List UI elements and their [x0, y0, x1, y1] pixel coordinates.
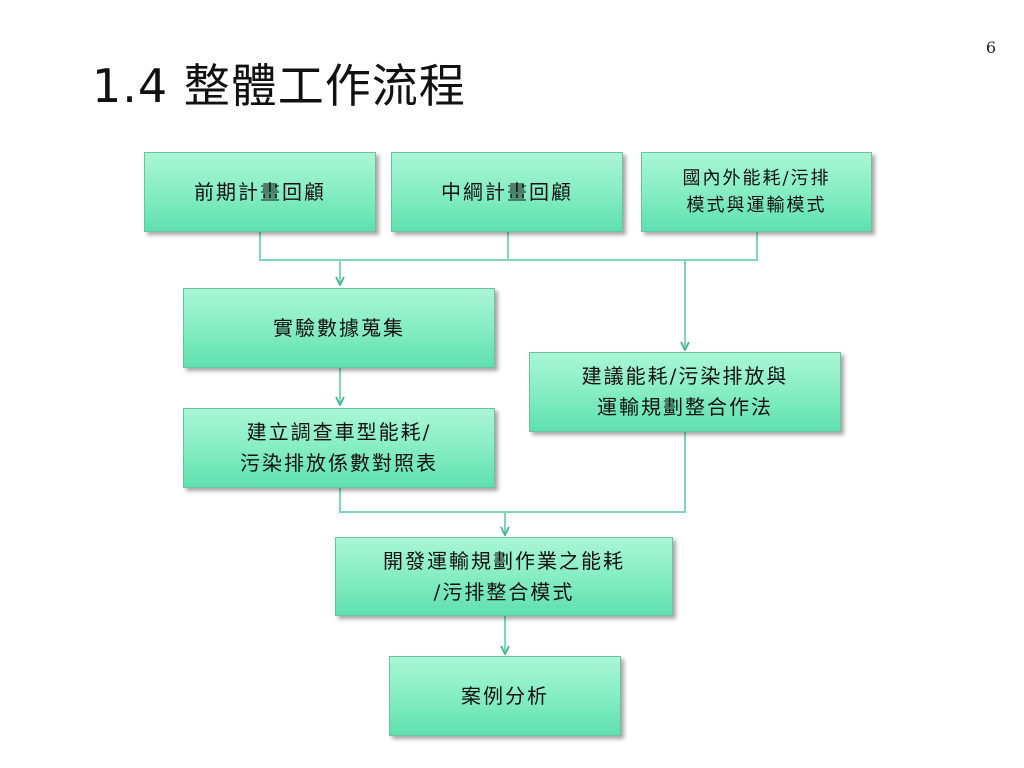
- node-integration-suggestion: 建議能耗/污染排放與 運輸規劃整合作法: [529, 352, 841, 432]
- node-dev-model: 開發運輸規劃作業之能耗 /污排整合模式: [335, 537, 673, 616]
- node-case-study: 案例分析: [389, 656, 621, 736]
- node-foreign-models: 國內外能耗/污排 模式與運輸模式: [641, 152, 872, 232]
- connector-bottom-merge: [339, 432, 686, 513]
- node-coef-table: 建立調查車型能耗/ 污染排放係數對照表: [183, 408, 495, 488]
- page-number: 6: [985, 38, 997, 57]
- slide-title: 1.4 整體工作流程: [92, 59, 466, 113]
- node-data-collection: 實驗數據蒐集: [183, 288, 495, 368]
- node-prev-plan-review: 前期計畫回顧: [144, 152, 376, 232]
- node-mid-plan-review: 中綱計畫回顧: [391, 152, 623, 232]
